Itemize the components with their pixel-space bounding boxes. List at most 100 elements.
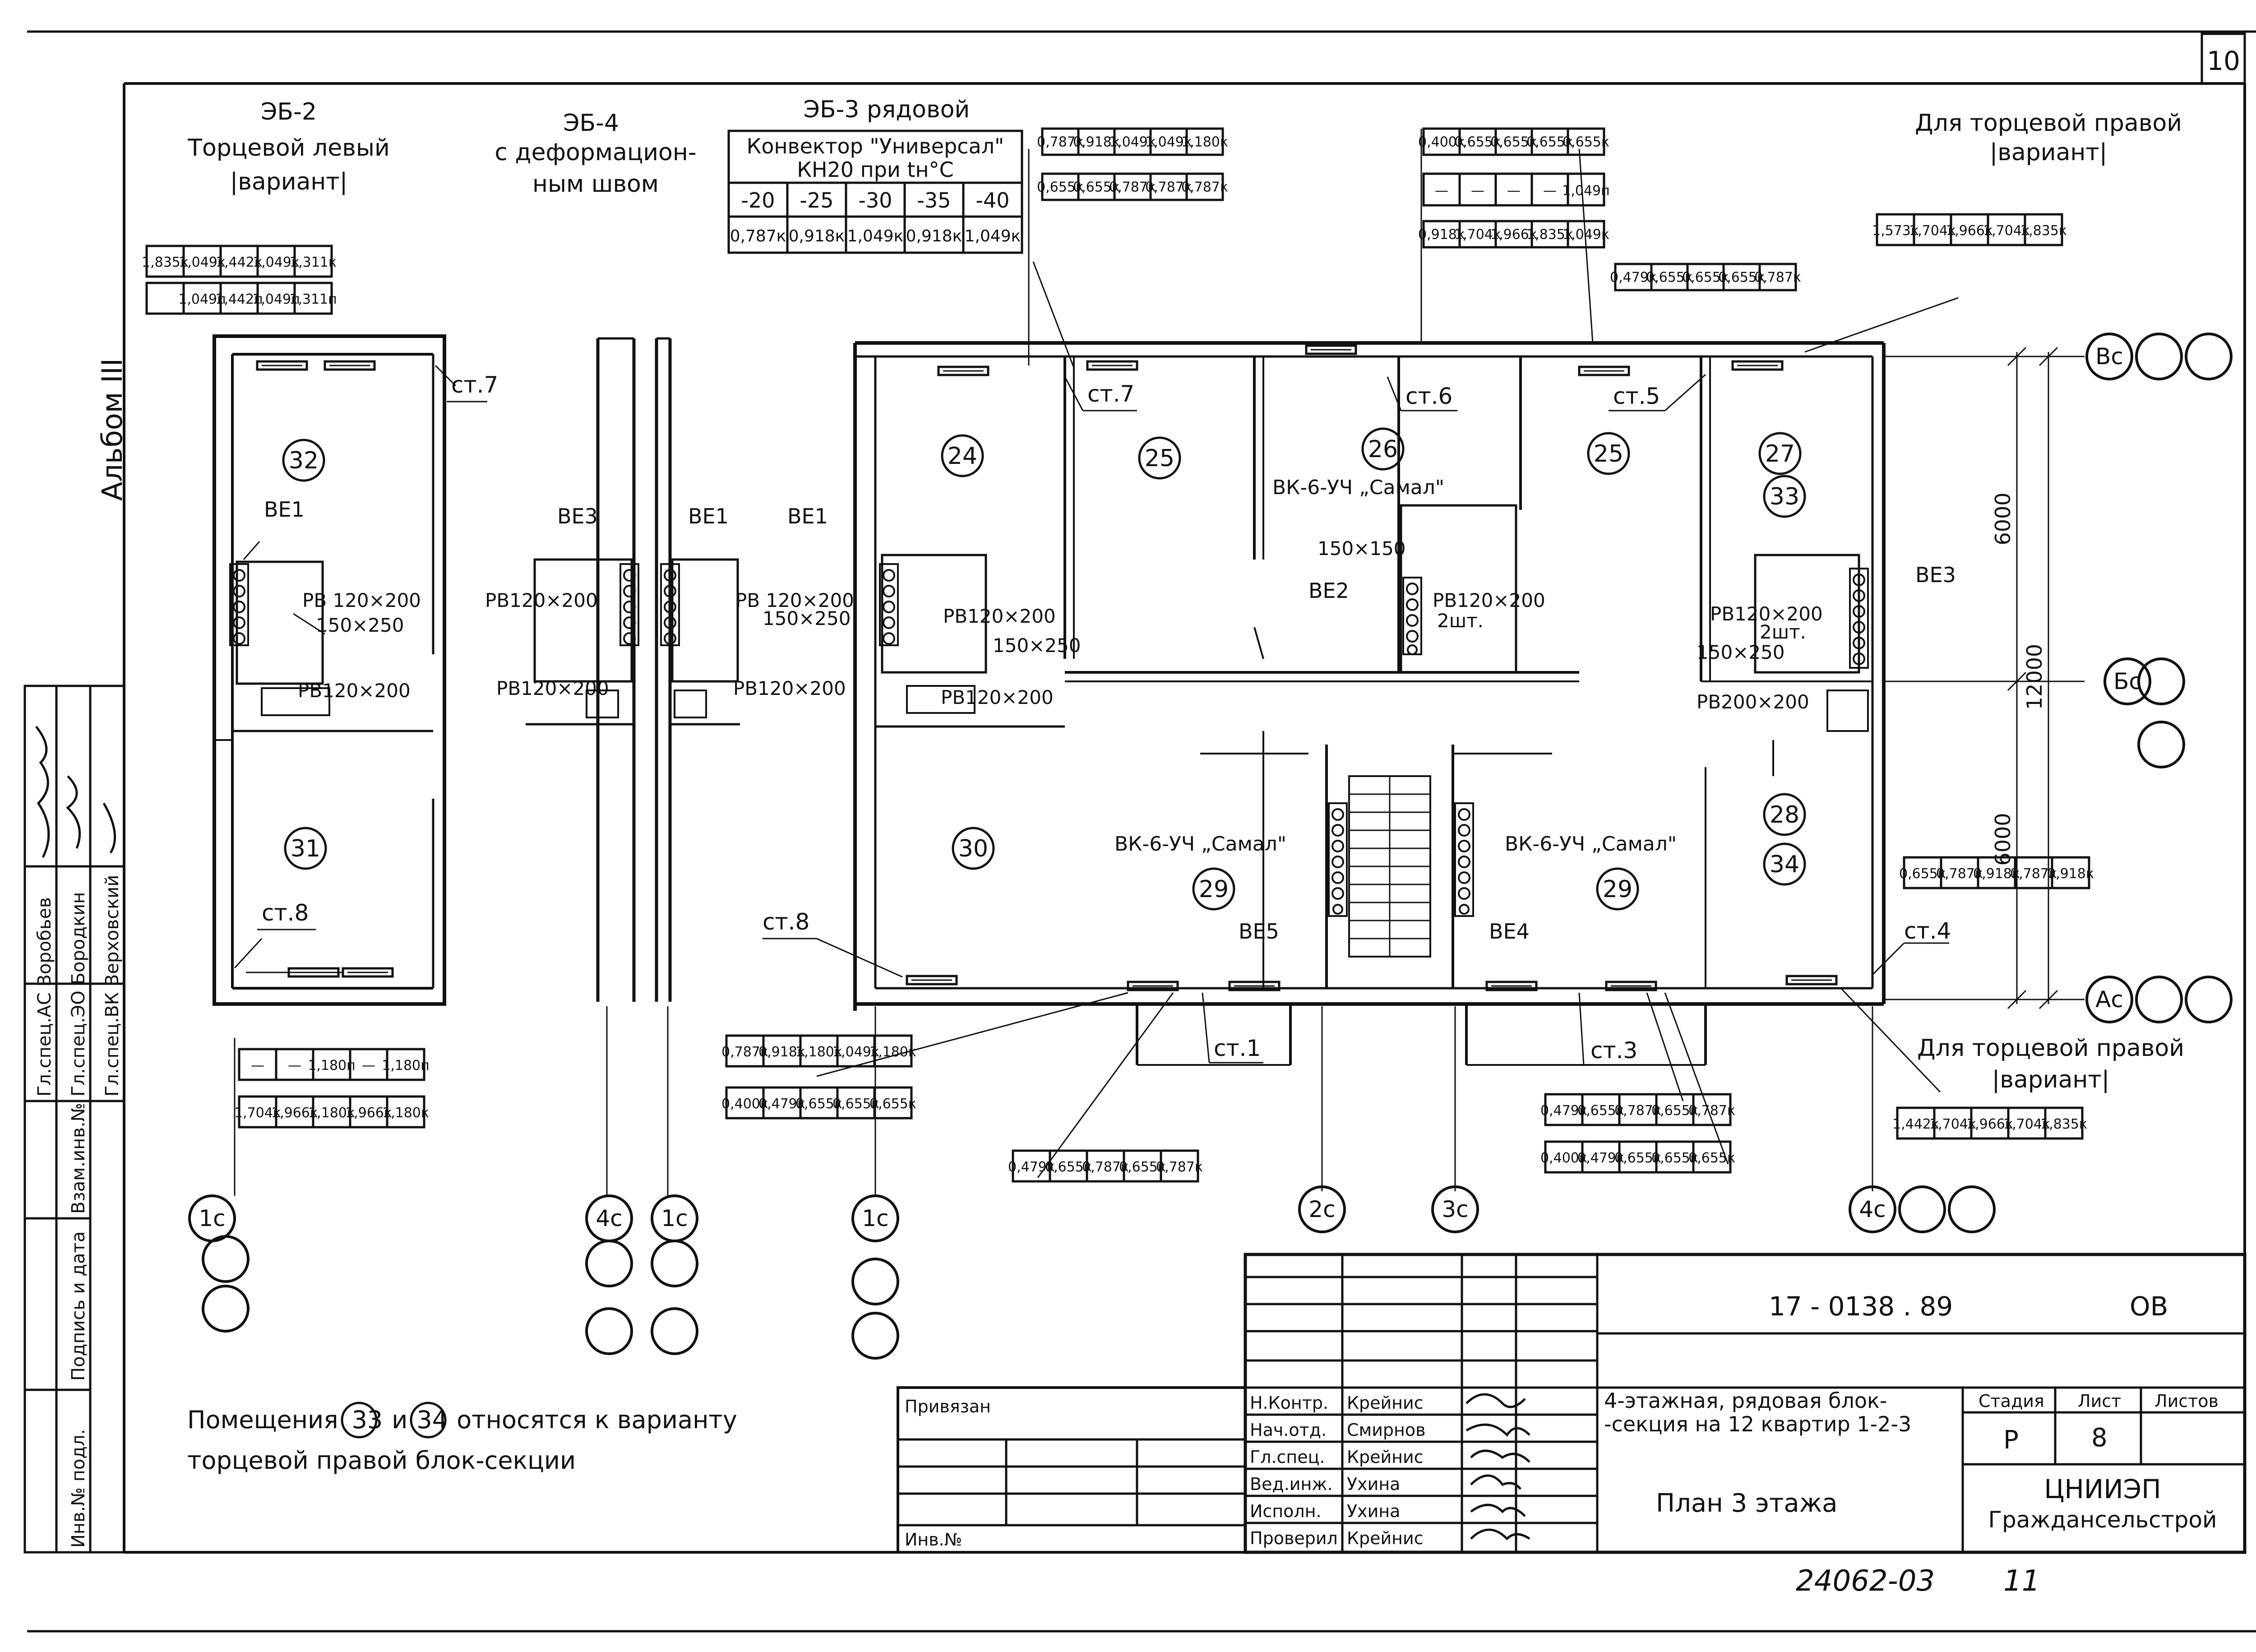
ve1-c: ВЕ1 [787,504,828,528]
convector-title-1: Конвектор "Универсал" [747,134,1004,158]
table-value: 0,918к [758,1044,805,1060]
table-value: 1,180к [308,1105,355,1121]
table-value: 0,655к [1526,134,1573,150]
table-value: 0,655к [1563,134,1609,150]
role-3: Гл.спец. [1250,1447,1325,1467]
role-6: Проверил [1250,1528,1338,1548]
table-value: — [288,1058,301,1074]
table-value: 1,966к [345,1105,392,1121]
duct-c: 150×250 [763,607,851,629]
axis-ac: Ас [2095,986,2123,1013]
dimension-labels: 6000 6000 12000 [1991,492,2047,865]
ve3-duct-a [619,563,639,646]
table-cell [2024,213,2063,246]
table-value: 0,655к [1073,179,1120,195]
riser-st8-mid: ст.8 [763,909,809,935]
table-value: 1,704к [2003,1116,2050,1132]
role-4: Вед.инж. [1250,1474,1333,1494]
table-value: 0,400к [1418,134,1465,150]
stamp-field-signature: Подпись и дата [68,1231,89,1381]
table-value: 0,655к [1718,269,1765,285]
table-value: 0,655к [1899,866,1946,882]
grille-a: РВ 120×200 [302,589,421,611]
album-label: Альбом III [96,358,129,501]
dim-lower: 6000 [1991,813,2015,865]
riser-st4: ст.4 [1904,918,1951,944]
project-line1: 4-этажная, рядовая блок- [1604,1388,1887,1413]
table-value: 0,479к [1540,1103,1587,1119]
approval-2: Гл.спец.ЭО Бородкин [68,892,89,1097]
sheet-label: Лист [2078,1391,2121,1411]
ve1-b: ВЕ1 [688,504,729,528]
table-value: 1,049п [178,292,226,307]
archive-number: 24062-03 [1796,1564,1935,1598]
conv-value-2: 0,918к [789,227,845,245]
table-value: — [1435,183,1448,199]
note-line2: торцевой правой блок-секции [187,1446,576,1475]
riser-labels: ст.7 ст.8 ст.7 ст.8 ст.6 ст.5 ст.4 ст.1 … [262,372,1951,1064]
grille-d1: РВ120×200 [943,605,1056,627]
table-value: 0,655к [1454,134,1501,150]
room-30: 30 [958,835,988,862]
title-block-text: 17 - 0138 . 89 ОВ Привязан Инв.№ Н.Контр… [905,1291,2219,1550]
duct-d: 150×250 [993,634,1081,657]
table-value: 0,787к [1936,866,1983,882]
grille-b2: РВ120×200 [496,677,609,699]
table-value: 1,311к [290,255,337,270]
room-26: 26 [1368,436,1398,463]
title-block [897,1253,2247,1554]
inv-label: Инв.№ [905,1530,962,1550]
table-value: 0,655к [869,1096,916,1112]
table-cell [1160,1149,1199,1183]
table-value: 1,180к [795,1044,842,1060]
table-value: 1,835к [1526,227,1573,242]
convector-title-2: КН20 при tн°С [797,157,953,182]
table-cell [1185,172,1224,201]
room-25-b: 25 [1594,440,1623,467]
title-block-signatures [1465,1393,1530,1541]
table-value: 0,918к [1418,227,1465,242]
ve2: ВЕ2 [1308,578,1349,603]
table-value: 1,049к [1145,134,1192,150]
org-line2: Граждансельстрой [1988,1507,2217,1533]
table-cell [293,245,333,278]
room-32: 32 [289,447,319,474]
axis-1c-a: 1с [199,1205,225,1231]
table-cell [873,1086,913,1120]
eb4-line2: ным швом [532,171,659,198]
plan-block-eb4 [526,337,740,1002]
table-value: 1,835к [2020,223,2067,239]
approval-3: Гл.спец.ВК Верховский [102,875,123,1097]
table-value: 1,049к [253,255,300,270]
table-value: — [251,1058,264,1074]
vent-ducts-main [879,563,1869,917]
table-cell [386,1095,425,1129]
table-value: 1,049к [179,255,226,270]
axis-bc: Вс [2095,343,2123,370]
ve1-duct-a [229,563,249,646]
table-value: 1,442п [215,292,263,307]
axis-4c-a: 4с [596,1205,622,1231]
table-value: 0,918к [2047,866,2094,882]
table-value: 0,787к [1082,1159,1129,1175]
stage-value: Р [2003,1425,2019,1455]
eb4-line1: с деформацион- [495,139,696,166]
table-value: — [1471,183,1484,199]
eb2-line1: Торцевой левый [187,134,389,162]
table-value: 1,835к [142,255,189,270]
room-31: 31 [291,835,320,862]
temp-col-1: -20 [741,188,775,213]
table-cell [1692,1093,1732,1126]
table-value: 0,655к [1119,1159,1166,1175]
room-29-b: 29 [1603,876,1632,903]
room-27: 27 [1765,440,1795,467]
table-cell [2044,1106,2084,1140]
